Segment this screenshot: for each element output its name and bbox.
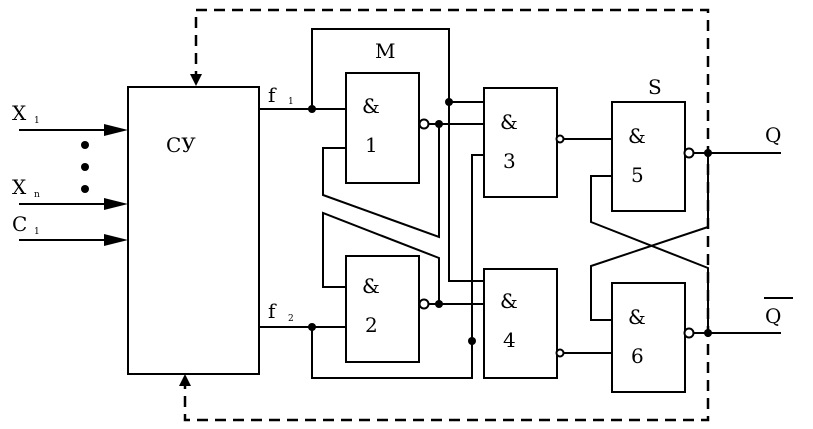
gate-2-num: 2 bbox=[365, 313, 378, 337]
control-unit-label: СУ bbox=[166, 133, 196, 157]
gate-2-op: & bbox=[362, 274, 380, 298]
gate-3-op: & bbox=[500, 110, 518, 134]
input-c1-sub: 1 bbox=[34, 227, 40, 237]
input-xn-sub: n bbox=[34, 190, 40, 200]
input-lines bbox=[19, 124, 128, 246]
gate-6-op: & bbox=[628, 305, 646, 329]
gate-4: & 4 bbox=[483, 268, 565, 379]
output-qbar-label: Q bbox=[765, 304, 781, 328]
gate-1-num: 1 bbox=[365, 133, 378, 157]
gate-6: & 6 bbox=[611, 282, 695, 393]
input-x1-label: X bbox=[12, 101, 27, 125]
gate-1: & 1 bbox=[345, 72, 430, 184]
feedback-loop bbox=[179, 8, 710, 422]
group-m-label: M bbox=[375, 39, 395, 63]
control-unit-block bbox=[127, 86, 260, 375]
gate-4-num: 4 bbox=[503, 328, 516, 352]
group-s-label: S bbox=[648, 75, 662, 99]
f2-sub: 2 bbox=[288, 314, 294, 324]
f2-label: f bbox=[268, 299, 277, 323]
gate-5-num: 5 bbox=[631, 163, 644, 187]
gate-3: & 3 bbox=[483, 87, 565, 198]
gate-5: & 5 bbox=[611, 101, 695, 212]
gate-6-num: 6 bbox=[631, 344, 644, 368]
output-q-label: Q bbox=[765, 123, 781, 147]
f1-sub: 1 bbox=[288, 97, 294, 107]
junction-dots bbox=[308, 98, 712, 345]
gate-5-op: & bbox=[628, 124, 646, 148]
input-x1-sub: 1 bbox=[34, 116, 40, 126]
input-c1-label: C bbox=[12, 212, 27, 236]
gate-3-num: 3 bbox=[503, 149, 516, 173]
input-xn-label: X bbox=[12, 175, 27, 199]
gate-1-op: & bbox=[362, 94, 380, 118]
gate-2: & 2 bbox=[345, 255, 430, 363]
gate-4-op: & bbox=[500, 289, 518, 313]
f1-label: f bbox=[268, 83, 277, 107]
